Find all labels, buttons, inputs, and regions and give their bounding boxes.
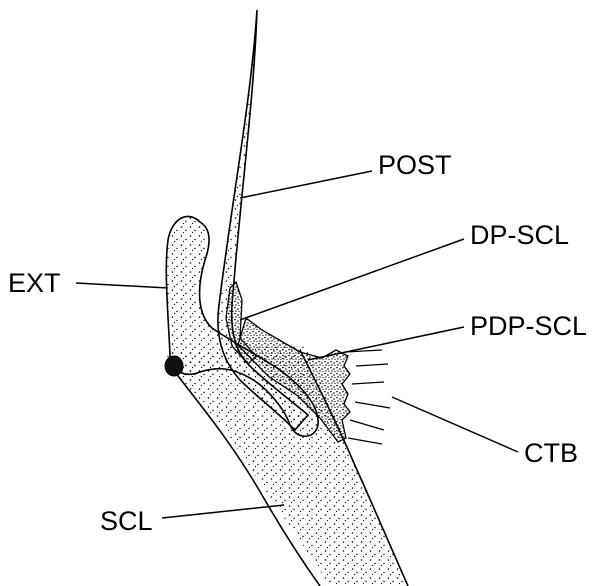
ctb-leader [392,397,518,452]
label-ext: EXT [8,270,61,297]
ext-knob-icon [165,356,183,376]
ctb-fibres [345,350,390,444]
dp-scl-leader [240,239,464,320]
post-leader [240,171,372,198]
ext-leader [76,283,168,288]
label-ctb: CTB [524,440,578,467]
label-scl: SCL [100,508,153,535]
pdp-scl-leader [308,327,464,360]
scl-leader [162,505,284,518]
label-post: POST [378,152,452,179]
label-dp-scl: DP-SCL [470,222,569,249]
label-pdp-scl: PDP-SCL [470,313,587,340]
